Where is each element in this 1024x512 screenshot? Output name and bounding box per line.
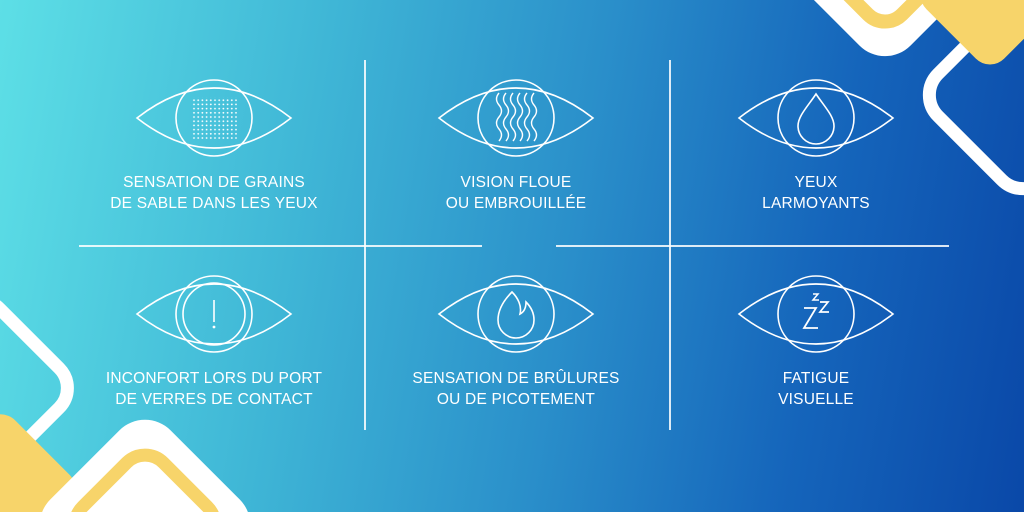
- symptom-label-line2: LARMOYANTS: [762, 195, 870, 212]
- symptom-label-line2: DE SABLE DANS LES YEUX: [110, 195, 318, 212]
- symptom-label-line1: VISION FLOUE: [460, 174, 572, 191]
- vertical-divider-right: [669, 60, 671, 430]
- eye-blurry-vision-icon: [437, 79, 595, 157]
- symptom-contact-lens-discomfort: INCONFORT LORS DU PORT DE VERRES DE CONT…: [64, 274, 364, 410]
- symptom-label-line1: FATIGUE: [782, 370, 850, 387]
- symptom-label-line1: SENSATION DE BRÛLURES: [412, 370, 620, 387]
- symptom-burning-sensation: SENSATION DE BRÛLURES OU DE PICOTEMENT: [366, 274, 666, 410]
- eye-sand-grains-icon: [135, 79, 293, 157]
- eye-contact-lens-warning-icon: [135, 275, 293, 353]
- horizontal-divider-right: [556, 245, 949, 247]
- bottom-left-decoration: [0, 294, 251, 512]
- symptom-blurry-vision: VISION FLOUE OU EMBROUILLÉE: [366, 78, 666, 214]
- symptom-label-line1: INCONFORT LORS DU PORT: [105, 370, 323, 387]
- symptom-label-line1: YEUX: [794, 174, 838, 191]
- symptom-watery-eyes: YEUX LARMOYANTS: [666, 78, 966, 214]
- symptom-visual-fatigue: FATIGUE VISUELLE: [666, 274, 966, 410]
- eye-sleep-zzz-icon: [737, 275, 895, 353]
- eye-flame-icon: [437, 275, 595, 353]
- symptom-label-line1: SENSATION DE GRAINS: [123, 174, 305, 191]
- symptom-sand-grains: SENSATION DE GRAINS DE SABLE DANS LES YE…: [64, 78, 364, 214]
- symptom-label-line2: OU EMBROUILLÉE: [445, 195, 587, 212]
- symptom-label-line2: OU DE PICOTEMENT: [436, 391, 596, 408]
- vertical-divider-left: [364, 60, 366, 430]
- symptom-label-line2: DE VERRES DE CONTACT: [115, 391, 313, 408]
- eye-tear-drop-icon: [737, 79, 895, 157]
- top-right-decoration: [793, 0, 1024, 196]
- horizontal-divider-left: [79, 245, 482, 247]
- symptom-label-line2: VISUELLE: [778, 391, 854, 408]
